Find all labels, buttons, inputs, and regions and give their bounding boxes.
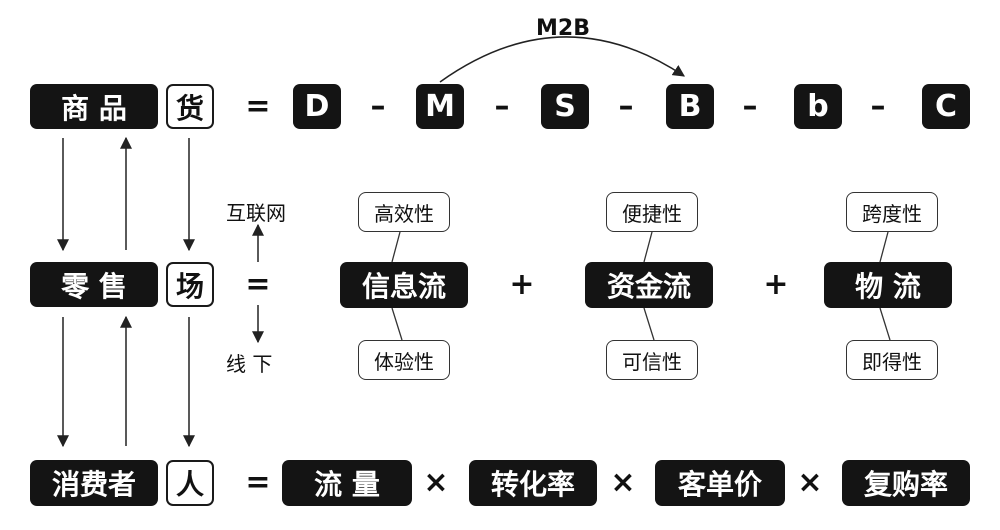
chain-sep-5: – — [870, 88, 886, 124]
factor-avg-order: 客单价 — [655, 460, 785, 506]
connector-logi-top — [879, 231, 889, 263]
connector-logi-bottom — [879, 307, 891, 341]
times-1: × — [423, 464, 449, 500]
fund-bottom-pill: 可信性 — [606, 340, 698, 380]
info-top-pill: 高效性 — [358, 192, 450, 232]
chain-sep-1: – — [370, 88, 386, 124]
factor-repurchase: 复购率 — [842, 460, 970, 506]
consumer-box: 消费者 — [30, 460, 158, 506]
info-flow-box: 信息流 — [340, 262, 468, 308]
retail-box: 零 售 — [30, 262, 158, 307]
fund-top-pill: 便捷性 — [606, 192, 698, 232]
plus-1: + — [509, 266, 535, 302]
chain-s: S — [541, 84, 589, 129]
connector-fund-top — [643, 231, 653, 263]
goods-box: 商 品 — [30, 84, 158, 129]
fund-flow-box: 资金流 — [585, 262, 713, 308]
logi-bottom-pill: 即得性 — [846, 340, 938, 380]
offline-label: 线 下 — [226, 352, 273, 376]
logi-top-pill: 跨度性 — [846, 192, 938, 232]
m2b-label: M2B — [536, 16, 590, 41]
place-equals: = — [245, 266, 271, 302]
connector-info-top — [391, 231, 401, 263]
logi-flow-box: 物 流 — [824, 262, 952, 308]
factor-traffic: 流 量 — [282, 460, 412, 506]
huo-box: 货 — [166, 84, 214, 129]
goods-equals: = — [245, 88, 271, 124]
ren-box: 人 — [166, 460, 214, 506]
chain-sep-3: – — [618, 88, 634, 124]
times-3: × — [797, 464, 823, 500]
factor-conversion: 转化率 — [469, 460, 597, 506]
info-bottom-pill: 体验性 — [358, 340, 450, 380]
times-2: × — [610, 464, 636, 500]
chain-m: M — [416, 84, 464, 129]
chain-d: D — [293, 84, 341, 129]
chang-box: 场 — [166, 262, 214, 307]
connector-fund-bottom — [643, 307, 655, 341]
plus-2: + — [763, 266, 789, 302]
chain-sep-4: – — [742, 88, 758, 124]
chain-c: C — [922, 84, 970, 129]
m2b-arc — [439, 36, 686, 83]
online-label: 互联网 — [226, 201, 286, 225]
chain-sep-2: – — [494, 88, 510, 124]
connector-info-bottom — [391, 307, 403, 341]
people-equals: = — [245, 464, 271, 500]
chain-B: B — [666, 84, 714, 129]
chain-b: b — [794, 84, 842, 129]
